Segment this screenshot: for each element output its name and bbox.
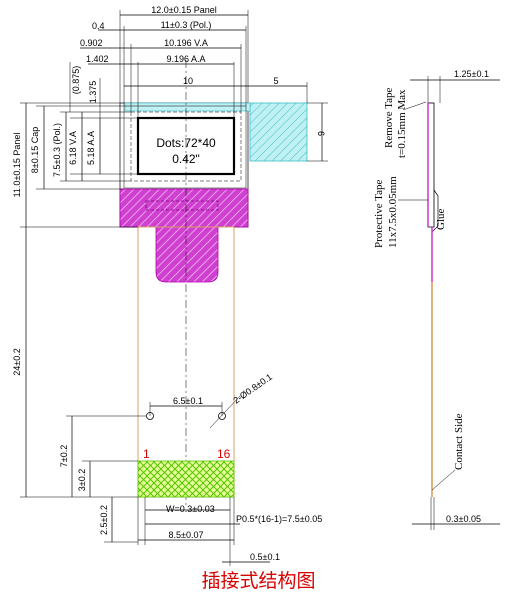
contact-pads [137, 460, 235, 498]
dim-6: 6 [316, 131, 326, 136]
dim-5: 5 [273, 76, 278, 86]
dim-aa-width: 9.196 A.A [166, 54, 205, 64]
dim-va-height: 6.18 V.A [68, 131, 78, 165]
dim-panel-width: 12.0±0.15 Panel [151, 5, 217, 15]
dim-10: 10 [183, 76, 193, 86]
remove-tape-spec: t=0.15mm Max [396, 89, 408, 158]
dim-pitch: P0.5*(16-1)=7.5±0.05 [236, 514, 322, 524]
contact-side-label: Contact Side [453, 413, 465, 470]
dim-0.902: 0.902 [80, 38, 103, 48]
dim-side-thickness: 1.25±0.1 [454, 69, 489, 79]
dim-trace-width: W=0.3±0.03 [166, 504, 215, 514]
dim-pol-width: 11±0.3 (Pol.) [161, 20, 212, 30]
dim-7: 7±0.2 [59, 445, 69, 467]
dim-1.375: 1.375 [88, 81, 98, 104]
dim-3: 3±0.2 [77, 469, 87, 491]
left-dimensions: 11.0±0.15 Panel 8±0.15 Cap 7.5±0.3 (Pol.… [12, 62, 146, 543]
dim-0.4: 0.4 [92, 21, 105, 31]
dim-2.5: 2.5±0.2 [99, 505, 109, 535]
polarizer-outline [123, 105, 247, 189]
ic-region [119, 188, 249, 228]
dim-pol-height: 7.5±0.3 (Pol.) [52, 123, 62, 177]
dim-total-width: 8.5±0.07 [169, 530, 204, 540]
protective-tape-spec: 11x7.5x0.05mm [387, 176, 399, 248]
dim-cap-height: 8±0.15 Cap [30, 127, 40, 173]
dim-hole-pitch: 6.5±0.1 [173, 396, 203, 406]
protective-tape-label: Protective Tape [373, 180, 385, 248]
dim-1.402: 1.402 [86, 54, 109, 64]
remove-tape-label: Remove Tape [383, 87, 395, 148]
fpc-neck [155, 226, 219, 283]
dim-0.5: 0.5±0.1 [250, 552, 280, 562]
pin-16-label: 16 [217, 447, 231, 461]
dim-holes: 2-Ø0.8±0.1 [231, 372, 274, 406]
ic-chip [145, 200, 219, 211]
cyan-top-strip [124, 102, 251, 112]
dim-panel-height: 11.0±0.15 Panel [12, 133, 22, 198]
dim-0.875: (0.875) [71, 66, 81, 95]
side-module-body [427, 102, 435, 228]
dim-fpc-length: 24±0.2 [12, 348, 22, 375]
dim-va-width: 10.196 V.A [164, 38, 208, 48]
pin-1-label: 1 [143, 447, 150, 461]
top-dimensions: 12.0±0.15 Panel 11±0.3 (Pol.) 10.196 V.A… [80, 5, 328, 162]
dim-aa-height: 5.18 A.A [86, 131, 96, 165]
dim-fpc-thickness: 0.3±0.05 [446, 514, 481, 524]
front-view: Dots:72*40 0.42" 1 16 [119, 60, 308, 505]
side-fpc-bend [431, 189, 439, 233]
side-view: 1.25±0.1 Remove Tape t=0.15mm Max Protec… [373, 69, 500, 530]
page-title: 插接式结构图 [201, 570, 316, 592]
remove-tape-tab [249, 102, 308, 162]
glue-label: Glue [435, 209, 447, 231]
